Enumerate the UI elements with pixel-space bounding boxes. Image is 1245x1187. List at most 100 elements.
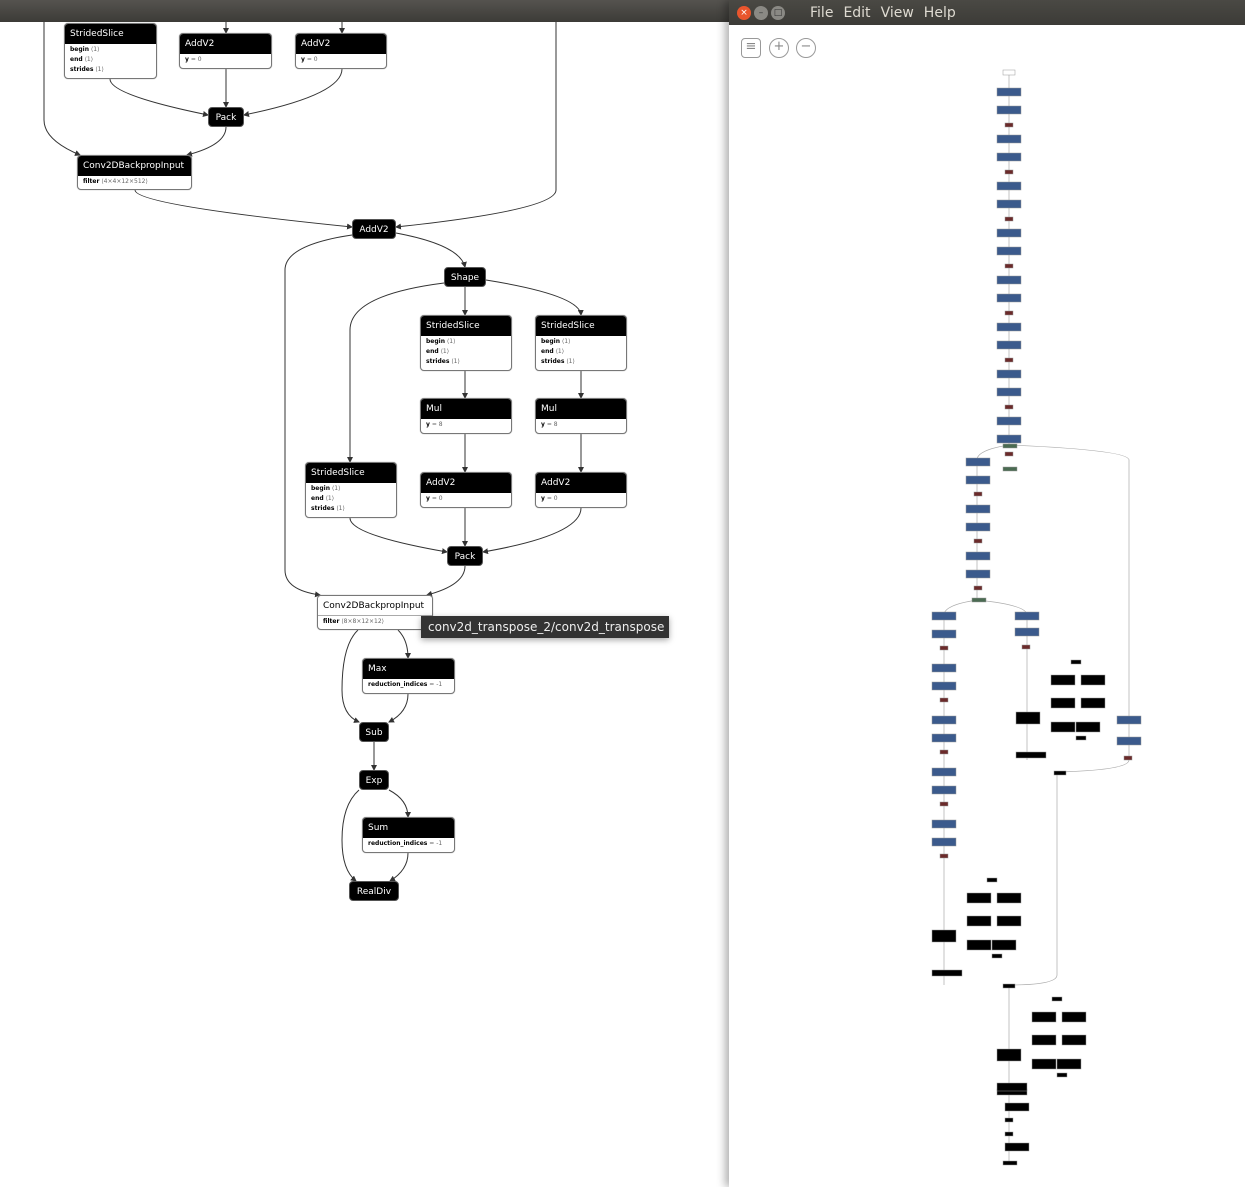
overview-node bbox=[973, 538, 983, 544]
overview-node bbox=[1002, 443, 1018, 449]
overview-node bbox=[1004, 1131, 1014, 1137]
overview-node bbox=[996, 416, 1022, 426]
overview-node bbox=[1031, 1058, 1057, 1070]
overview-node bbox=[931, 837, 957, 847]
overview-node bbox=[1014, 611, 1040, 621]
overview-node bbox=[996, 152, 1022, 162]
menu-edit[interactable]: Edit bbox=[843, 4, 871, 21]
overview-node bbox=[965, 551, 991, 561]
overview-node bbox=[996, 1082, 1028, 1092]
overview-node bbox=[996, 293, 1022, 303]
overview-node bbox=[1004, 451, 1014, 457]
overview-node bbox=[931, 715, 957, 725]
overview-node bbox=[1004, 216, 1014, 222]
overview-node bbox=[1050, 721, 1076, 733]
overview-node bbox=[996, 387, 1022, 397]
node-shape[interactable]: Shape bbox=[444, 267, 486, 287]
overview-node bbox=[1004, 122, 1014, 128]
menu-help[interactable]: Help bbox=[923, 4, 956, 21]
overview-node bbox=[1061, 1034, 1087, 1046]
overview-node bbox=[931, 785, 957, 795]
overview-node bbox=[965, 504, 991, 514]
graph-overview[interactable] bbox=[729, 0, 1245, 1187]
overview-node bbox=[1031, 1011, 1057, 1023]
overview-node bbox=[1080, 697, 1106, 709]
overview-node bbox=[971, 597, 987, 603]
overview-node bbox=[1004, 404, 1014, 410]
overview-node bbox=[1021, 644, 1031, 650]
overview-node bbox=[1051, 996, 1063, 1002]
overview-node bbox=[1015, 751, 1047, 759]
node-sub[interactable]: Sub bbox=[359, 722, 389, 742]
node-pack[interactable]: Pack bbox=[447, 546, 483, 566]
overview-node bbox=[991, 939, 1017, 951]
overview-node bbox=[991, 953, 1003, 959]
window-titlebar: × – □ File Edit View Help bbox=[729, 0, 1245, 25]
overview-node bbox=[1080, 674, 1106, 686]
overview-node bbox=[996, 915, 1022, 927]
overview-edge bbox=[1008, 772, 1058, 986]
minimize-button[interactable]: – bbox=[754, 5, 768, 20]
overview-node bbox=[996, 181, 1022, 191]
overview-node bbox=[1061, 1011, 1087, 1023]
overview-node bbox=[996, 87, 1022, 97]
overview-node bbox=[965, 475, 991, 485]
overview-node bbox=[1056, 1072, 1068, 1078]
overview-node bbox=[996, 275, 1022, 285]
overview-node bbox=[1053, 770, 1067, 776]
overview-node bbox=[931, 611, 957, 621]
overview-node bbox=[996, 1048, 1022, 1062]
sidebar-menu-icon[interactable]: ≡ bbox=[741, 38, 761, 58]
overview-node bbox=[996, 199, 1022, 209]
zoom-out-icon[interactable]: − bbox=[796, 38, 816, 58]
window-titlebar bbox=[0, 0, 729, 22]
overview-edge bbox=[1008, 444, 1130, 773]
overview-node bbox=[1075, 721, 1101, 733]
overview-node bbox=[1116, 736, 1142, 746]
overview-node bbox=[931, 733, 957, 743]
graph-edges bbox=[43, 22, 584, 882]
zoom-in-icon[interactable]: + bbox=[769, 38, 789, 58]
overview-node bbox=[1004, 1102, 1030, 1112]
close-button[interactable]: × bbox=[737, 5, 751, 20]
overview-node bbox=[1004, 1117, 1014, 1123]
node-addv2-center[interactable]: AddV2 bbox=[352, 219, 396, 239]
maximize-button[interactable]: □ bbox=[771, 5, 785, 20]
overview-node bbox=[966, 915, 992, 927]
menu-file[interactable]: File bbox=[810, 4, 834, 21]
overview-node bbox=[1004, 169, 1014, 175]
menu-view[interactable]: View bbox=[880, 4, 914, 21]
overview-node bbox=[965, 522, 991, 532]
overview-node bbox=[1116, 715, 1142, 725]
overview-node bbox=[996, 105, 1022, 115]
overview-node bbox=[1015, 711, 1041, 725]
overview-node bbox=[1004, 263, 1014, 269]
node-pack[interactable]: Pack bbox=[208, 107, 244, 127]
overview-node bbox=[1002, 466, 1018, 472]
overview-node bbox=[1014, 627, 1040, 637]
overview-node bbox=[1123, 755, 1133, 761]
node-realdiv[interactable]: RealDiv bbox=[349, 881, 399, 901]
overview-node bbox=[965, 569, 991, 579]
overview-node bbox=[966, 939, 992, 951]
overview-node bbox=[939, 697, 949, 703]
overview-node bbox=[965, 457, 991, 467]
overview-node bbox=[996, 134, 1022, 144]
overview-node bbox=[1002, 69, 1016, 76]
node-exp[interactable]: Exp bbox=[359, 770, 389, 790]
